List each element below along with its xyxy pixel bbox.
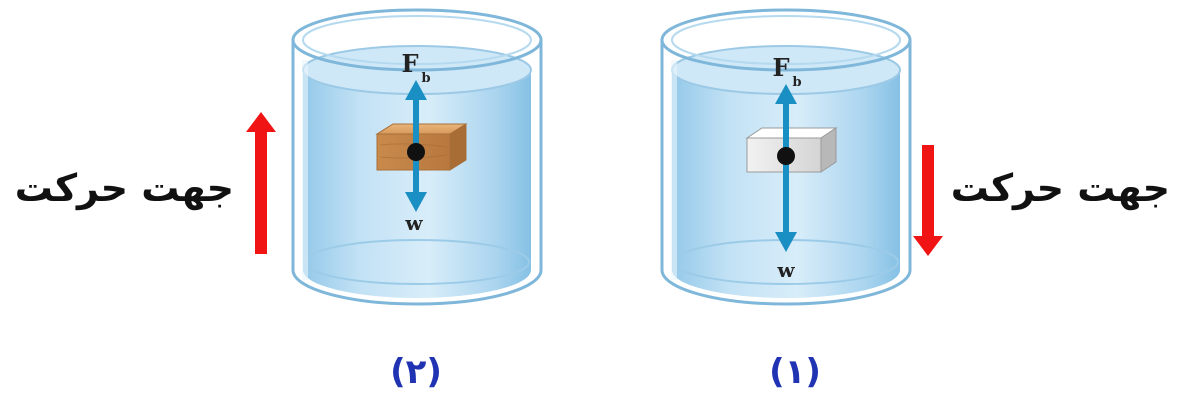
force-label-w-left: w: [404, 211, 423, 235]
force-label-fb-left: F: [401, 49, 418, 78]
direction-label-right: جهت حرکت: [950, 166, 1170, 210]
force-label-fb-right: F: [772, 53, 789, 82]
center-of-mass-dot-right: [777, 147, 795, 165]
motion-down-arrow-icon: [913, 145, 943, 256]
force-label-fb-sub-right: b: [792, 75, 801, 90]
motion-up-arrow-icon: [246, 112, 276, 254]
direction-label-left: جهت حرکت: [14, 166, 234, 210]
figure-number-right: (۱): [745, 352, 845, 392]
center-of-mass-dot-left: [407, 143, 425, 161]
force-label-fb-sub-left: b: [421, 71, 430, 86]
figure-number-left: (۲): [366, 352, 466, 392]
force-label-w-right: w: [776, 258, 795, 282]
